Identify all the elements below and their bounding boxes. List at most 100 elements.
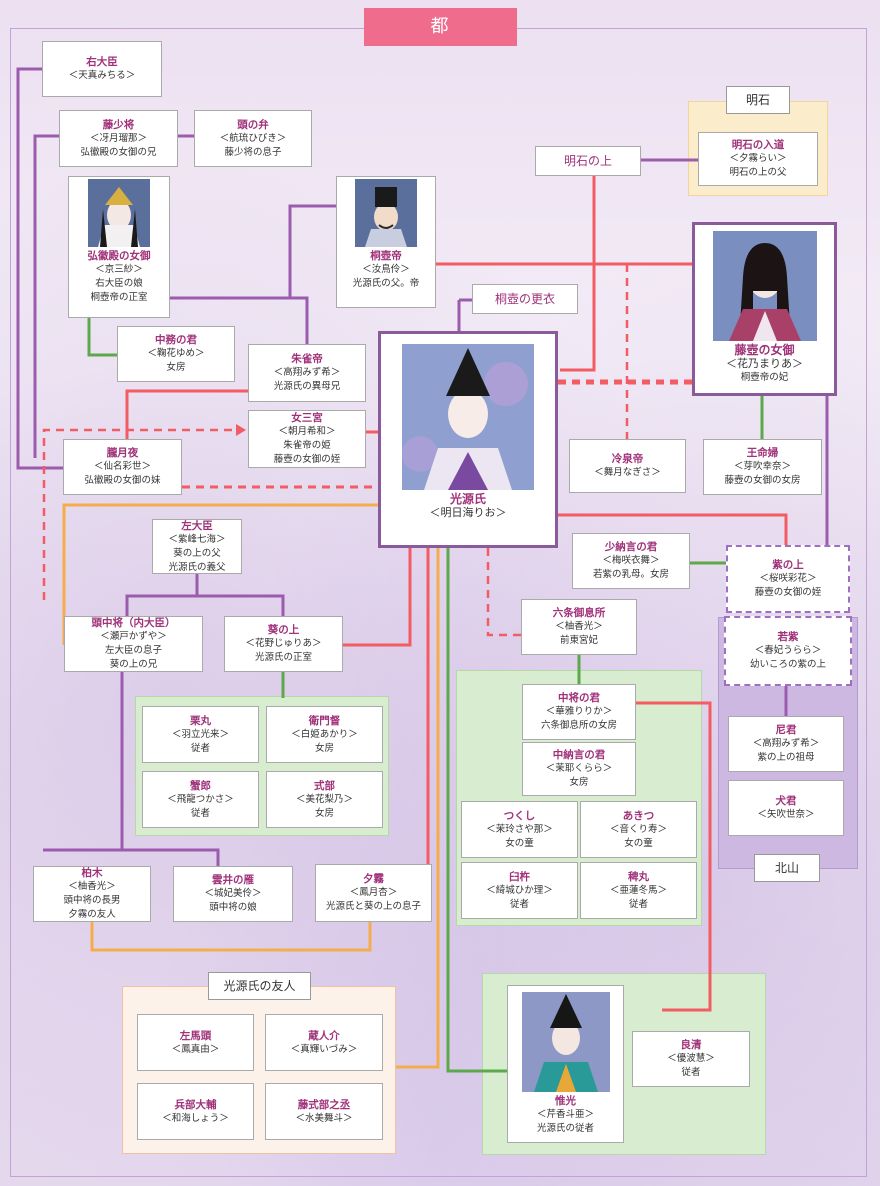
person-name: 夕霧 <box>363 873 384 885</box>
person-kurodo[interactable]: 蔵人介 ＜真輝いづみ＞ <box>265 1014 383 1071</box>
person-kiritsubo-tei[interactable]: 桐壺帝 ＜汝鳥伶＞ 光源氏の父。帝 <box>336 176 436 308</box>
person-actor: ＜花乃まりあ＞ <box>726 357 803 370</box>
person-udaijin[interactable]: 右大臣 ＜天真みちる＞ <box>42 41 162 97</box>
akashi-no-ue-label[interactable]: 明石の上 <box>535 146 641 176</box>
person-desc: 従者 <box>190 807 210 819</box>
person-actor: ＜羽立光来＞ <box>171 728 229 740</box>
person-kanirou[interactable]: 蟹郎 ＜飛龍つかさ＞ 従者 <box>142 771 259 828</box>
person-shikibu[interactable]: 式部 ＜美花梨乃＞ 女房 <box>266 771 383 828</box>
person-desc: 藤壺の女御の姪 <box>754 587 822 598</box>
person-actor: ＜城妃美伶＞ <box>204 888 262 899</box>
person-tou-no-ben[interactable]: 頭の弁 ＜航琉ひびき＞ 藤少将の息子 <box>194 110 312 167</box>
person-desc: 桐壺帝の妃 <box>740 372 789 383</box>
person-suzaku[interactable]: 朱雀帝 ＜高翔みず希＞ 光源氏の異母兄 <box>248 344 366 402</box>
person-name: 女三宮 <box>291 412 323 424</box>
person-inukimi[interactable]: 犬君 ＜矢吹世奈＞ <box>728 780 844 836</box>
akashi-label: 明石 <box>726 86 790 114</box>
person-name: 惟光 <box>555 1095 576 1107</box>
person-aoi[interactable]: 葵の上 ＜花野じゅりあ＞ 光源氏の正室 <box>224 616 343 672</box>
person-kumoinokari[interactable]: 雲井の雁 ＜城妃美伶＞ 頭中将の娘 <box>173 866 293 922</box>
person-desc: 左大臣の息子 <box>104 645 162 656</box>
person-desc: 夕霧の友人 <box>68 909 116 920</box>
person-rokujo[interactable]: 六条御息所 ＜柚香光＞ 前東宮妃 <box>521 599 637 655</box>
person-oborozukiyo[interactable]: 朧月夜 ＜仙名彩世＞ 弘徽殿の女御の妹 <box>63 439 182 495</box>
person-shounagon[interactable]: 少納言の君 ＜梅咲衣舞＞ 若紫の乳母。女房 <box>572 533 690 589</box>
person-name: 光源氏 <box>449 492 486 506</box>
person-desc: 藤壺の女御の女房 <box>724 475 801 486</box>
person-actor: ＜矢吹世奈＞ <box>757 809 815 820</box>
person-toushikibu[interactable]: 藤式部之丞 ＜水美舞斗＞ <box>265 1083 383 1140</box>
person-name: 中将の君 <box>558 692 600 704</box>
person-name: 葵の上 <box>267 624 300 636</box>
person-usuki[interactable]: 臼杵 ＜綺城ひか理＞ 従者 <box>461 862 578 919</box>
person-koremitsu[interactable]: 惟光 ＜芹香斗亜＞ 光源氏の従者 <box>507 985 624 1143</box>
kitayama-label: 北山 <box>754 854 820 882</box>
person-name: 朱雀帝 <box>291 353 323 365</box>
person-actor: ＜春妃うらら＞ <box>754 645 822 656</box>
person-kurimaru[interactable]: 栗丸 ＜羽立光来＞ 従者 <box>142 706 259 763</box>
person-actor: ＜朝月希和＞ <box>278 426 336 437</box>
person-wakamurasaki[interactable]: 若紫 ＜春妃うらら＞ 幼いころの紫の上 <box>724 616 852 686</box>
person-actor: ＜茉耶くらら＞ <box>545 763 613 774</box>
person-name: 藤壺の女御 <box>734 343 795 357</box>
kokiden-portrait <box>88 179 150 247</box>
person-name: あきつ <box>622 809 655 822</box>
person-desc: 葵の上の兄 <box>109 659 158 670</box>
person-name: 右大臣 <box>86 56 118 68</box>
person-amagimi[interactable]: 尼君 ＜高翔みず希＞ 紫の上の祖母 <box>728 716 844 772</box>
person-desc: 葵の上の父 <box>173 547 221 559</box>
person-name: 弘徽殿の女御 <box>87 250 151 262</box>
person-hyoubu[interactable]: 兵部大輔 ＜和海しょう＞ <box>137 1083 254 1140</box>
person-genji[interactable]: 光源氏 ＜明日海りお＞ <box>378 331 558 548</box>
person-desc: 光源氏の正室 <box>254 652 312 663</box>
person-sama-no-kami[interactable]: 左馬頭 ＜鳳真由＞ <box>137 1014 254 1071</box>
person-actor: ＜芽吹幸奈＞ <box>733 461 791 472</box>
line-chujo-koremitsu <box>636 701 712 1012</box>
line-nakatsukasa <box>87 305 117 357</box>
person-yoshikiyo[interactable]: 良清 ＜優波慧＞ 従者 <box>632 1031 750 1087</box>
person-fujitsubo[interactable]: 藤壺の女御 ＜花乃まりあ＞ 桐壺帝の妃 <box>692 222 837 396</box>
person-hiemaru[interactable]: 稗丸 ＜亜蓮冬馬＞ 従者 <box>580 862 697 919</box>
person-actor: ＜和海しょう＞ <box>162 1112 229 1124</box>
person-sadaijin[interactable]: 左大臣 ＜紫峰七海＞ 葵の上の父 光源氏の義父 <box>152 519 242 574</box>
header-miyako: 都 <box>364 8 517 46</box>
person-name: 尼君 <box>775 724 797 736</box>
person-actor: ＜舞月なぎさ＞ <box>594 467 661 478</box>
person-reizei[interactable]: 冷泉帝 ＜舞月なぎさ＞ <box>569 439 686 493</box>
line-genji-murasaki <box>558 513 788 545</box>
person-tsukushi[interactable]: つくし ＜茉玲さや那＞ 女の童 <box>461 801 578 858</box>
person-kokiden[interactable]: 弘徽殿の女御 ＜京三紗＞ 右大臣の娘 桐壺帝の正室 <box>68 176 170 318</box>
person-tou-no-chujo[interactable]: 頭中将（内大臣） ＜瀬戸かずや＞ 左大臣の息子 葵の上の兄 <box>64 616 203 672</box>
koremitsu-portrait <box>521 992 610 1092</box>
person-name: 朧月夜 <box>106 447 139 459</box>
person-chujo-no-kimi[interactable]: 中将の君 ＜華雅りりか＞ 六条御息所の女房 <box>522 684 636 740</box>
line-touchujo-genji <box>62 503 378 645</box>
person-desc: 若紫の乳母。女房 <box>592 569 669 580</box>
kiritsubo-koui-label[interactable]: 桐壺の更衣 <box>472 284 578 314</box>
person-yugiri[interactable]: 夕霧 ＜鳳月杏＞ 光源氏と葵の上の息子 <box>315 864 432 922</box>
dash-oboro-sannomiya <box>42 428 238 600</box>
person-name: 藤式部之丞 <box>297 1098 351 1111</box>
person-kashiwagi[interactable]: 柏木 ＜柚香光＞ 頭中将の長男 夕霧の友人 <box>33 866 151 922</box>
person-chunagon[interactable]: 中納言の君 ＜茉耶くらら＞ 女房 <box>522 742 636 796</box>
fujitsubo-portrait <box>712 231 817 341</box>
person-omyoubu[interactable]: 王命婦 ＜芽吹幸奈＞ 藤壺の女御の女房 <box>703 439 822 495</box>
person-emon[interactable]: 衛門督 ＜白姫あかり＞ 女房 <box>266 706 383 763</box>
person-akashi-nyudo[interactable]: 明石の入道 ＜夕霧らい＞ 明石の上の父 <box>698 132 818 186</box>
person-desc: 明石の上の父 <box>729 167 787 178</box>
person-name: 桐壺帝 <box>370 250 402 262</box>
line-genji-aoi <box>343 548 412 647</box>
person-akitsu[interactable]: あきつ ＜音くり寿＞ 女の童 <box>580 801 697 858</box>
person-murasaki[interactable]: 紫の上 ＜桜咲彩花＞ 藤壺の女御の姪 <box>726 545 850 613</box>
person-actor: ＜夕霧らい＞ <box>729 153 787 164</box>
person-desc: 前東宮妃 <box>559 635 598 646</box>
person-name: 中務の君 <box>155 334 197 346</box>
person-desc: 幼いころの紫の上 <box>749 659 826 670</box>
person-nakatsukasa[interactable]: 中務の君 ＜鞠花ゆめ＞ 女房 <box>117 326 235 382</box>
person-onna-sannomiya[interactable]: 女三宮 ＜朝月希和＞ 朱雀帝の姫 藤壺の女御の姪 <box>248 410 366 468</box>
person-actor: ＜音くり寿＞ <box>609 823 667 835</box>
person-name: 雲井の雁 <box>212 874 254 886</box>
person-tou-shoushou[interactable]: 藤少将 ＜冴月瑠那＞ 弘徽殿の女御の兄 <box>59 110 178 167</box>
person-name: 藤少将 <box>102 118 135 131</box>
